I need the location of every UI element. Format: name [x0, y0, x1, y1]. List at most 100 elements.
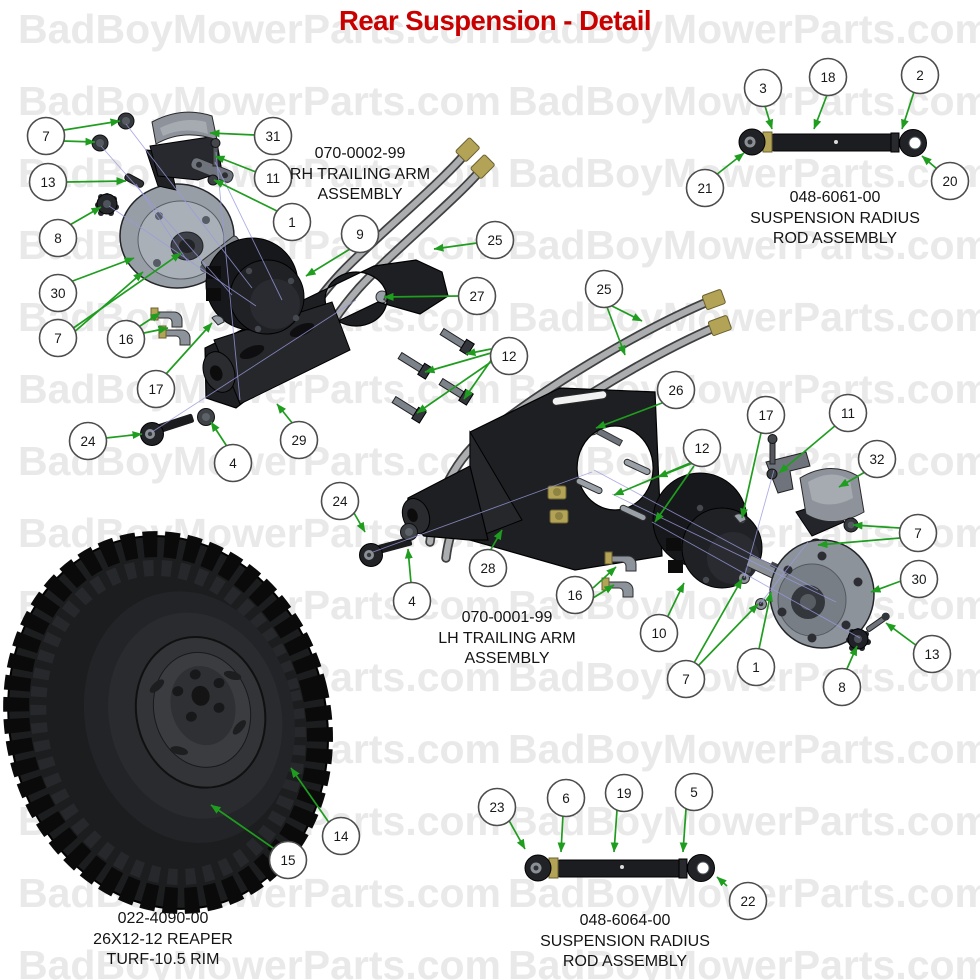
callout-arrow	[592, 566, 617, 589]
callout-7: 7	[38, 318, 78, 358]
label-rh-trailing-arm: 070-0002-99 RH TRAILING ARM ASSEMBLY	[290, 144, 430, 206]
tire-drawing	[3, 531, 333, 914]
callout-arrow	[71, 252, 182, 330]
callout-number: 14	[333, 829, 349, 844]
callout-arrow	[353, 512, 366, 533]
callout-13: 13	[912, 634, 952, 674]
callout-number: 7	[42, 129, 50, 144]
label-radius-rod-top: 048-6061-00 SUSPENSION RADIUS ROD ASSEMB…	[750, 188, 920, 250]
callout-number: 25	[596, 282, 611, 297]
callout-arrow	[506, 816, 526, 850]
callout-number: 15	[280, 853, 295, 868]
label-lh-trailing-arm: 070-0001-99 LH TRAILING ARM ASSEMBLY	[438, 608, 576, 670]
callout-arrow	[214, 155, 257, 173]
callout-7: 7	[666, 659, 706, 699]
watermark-text: BadBoyMowerParts.com	[508, 942, 980, 980]
guide-line	[611, 493, 837, 603]
callout-arrow	[143, 326, 169, 334]
rh-key-washer	[211, 315, 225, 326]
callout-25: 25	[584, 269, 624, 309]
callout-number: 27	[469, 289, 484, 304]
callout-number: 23	[489, 800, 504, 815]
callout-number: 6	[562, 791, 570, 806]
callout-26: 26	[656, 370, 696, 410]
guide-line	[743, 469, 775, 579]
rh-arm-pivot	[202, 351, 236, 393]
callout-18: 18	[808, 57, 848, 97]
guide-line	[100, 145, 233, 296]
callout-16: 16	[555, 575, 595, 615]
callout-1: 1	[736, 647, 776, 687]
callout-9: 9	[340, 214, 380, 254]
rim-drawing	[134, 635, 267, 789]
callout-number: 17	[148, 382, 163, 397]
callout-number: 32	[869, 452, 884, 467]
callout-number: 13	[40, 175, 55, 190]
part-name: ROD ASSEMBLY	[562, 953, 688, 970]
callout-13: 13	[28, 162, 68, 202]
callout-17: 17	[136, 369, 176, 409]
watermark-text: BadBoyMowerParts.com	[508, 222, 980, 268]
callout-arrow	[213, 179, 278, 212]
callout-arrow	[465, 348, 492, 357]
callout-arrow	[813, 94, 828, 130]
part-number: 070-0001-99	[461, 609, 553, 626]
guide-line	[125, 123, 253, 289]
callout-arrow	[69, 257, 135, 283]
callout-8: 8	[822, 667, 862, 707]
callout-arrow	[489, 529, 503, 552]
guide-line	[593, 469, 819, 591]
callout-24: 24	[68, 421, 108, 461]
callout-number: 30	[911, 572, 926, 587]
callout-arrow	[463, 358, 493, 400]
part-number: 070-0002-99	[314, 145, 406, 162]
callout-27: 27	[457, 276, 497, 316]
lh-pins	[575, 458, 651, 522]
callout-number: 30	[50, 286, 65, 301]
callout-arrow	[693, 578, 743, 664]
lh-elbow-fittings	[601, 551, 637, 598]
callout-number: 5	[690, 785, 698, 800]
part-number: 048-6064-00	[579, 912, 671, 929]
callout-number: 7	[54, 331, 62, 346]
callout-number: 29	[291, 433, 306, 448]
callout-24: 24	[320, 481, 360, 521]
callout-arrow	[778, 424, 837, 474]
callout-arrow	[290, 767, 331, 825]
callout-7: 7	[26, 116, 66, 156]
callout-arrow	[845, 645, 858, 672]
callout-number: 7	[682, 672, 690, 687]
callout-20: 20	[930, 161, 970, 201]
callout-11: 11	[253, 158, 293, 198]
part-name: ROD ASSEMBLY	[772, 230, 898, 247]
watermark-text: BadBoyMowerParts.com	[508, 726, 980, 772]
callout-17: 17	[746, 395, 786, 435]
part-name: RH TRAILING ARM	[289, 165, 431, 183]
callout-arrow	[71, 271, 144, 335]
callout-arrow	[595, 402, 663, 429]
callout-arrow	[210, 804, 277, 851]
callout-number: 3	[759, 81, 767, 96]
watermark-text: BadBoyMowerParts.com	[508, 294, 980, 340]
callout-1: 1	[272, 202, 312, 242]
callout-30: 30	[38, 273, 78, 313]
lh-hub	[769, 539, 875, 649]
callout-arrow	[383, 292, 460, 301]
callout-arrow	[901, 91, 915, 130]
callout-arrow	[305, 248, 351, 277]
callout-arrow	[679, 808, 688, 853]
callout-arrow	[838, 471, 866, 488]
part-name: ASSEMBLY	[317, 186, 403, 203]
callout-number: 1	[752, 660, 760, 675]
callout-arrow	[404, 548, 413, 584]
callout-8: 8	[38, 218, 78, 258]
callout-arrow	[716, 876, 728, 887]
callout-number: 12	[501, 349, 516, 364]
radius-rod-bottom-drawing	[524, 854, 715, 882]
callout-arrow	[696, 603, 759, 668]
part-name: TURF-10.5 RIM	[106, 951, 220, 968]
watermark-text: BadBoyMowerParts.com	[508, 798, 980, 844]
callout-number: 10	[651, 626, 666, 641]
callout-arrow	[276, 403, 294, 425]
